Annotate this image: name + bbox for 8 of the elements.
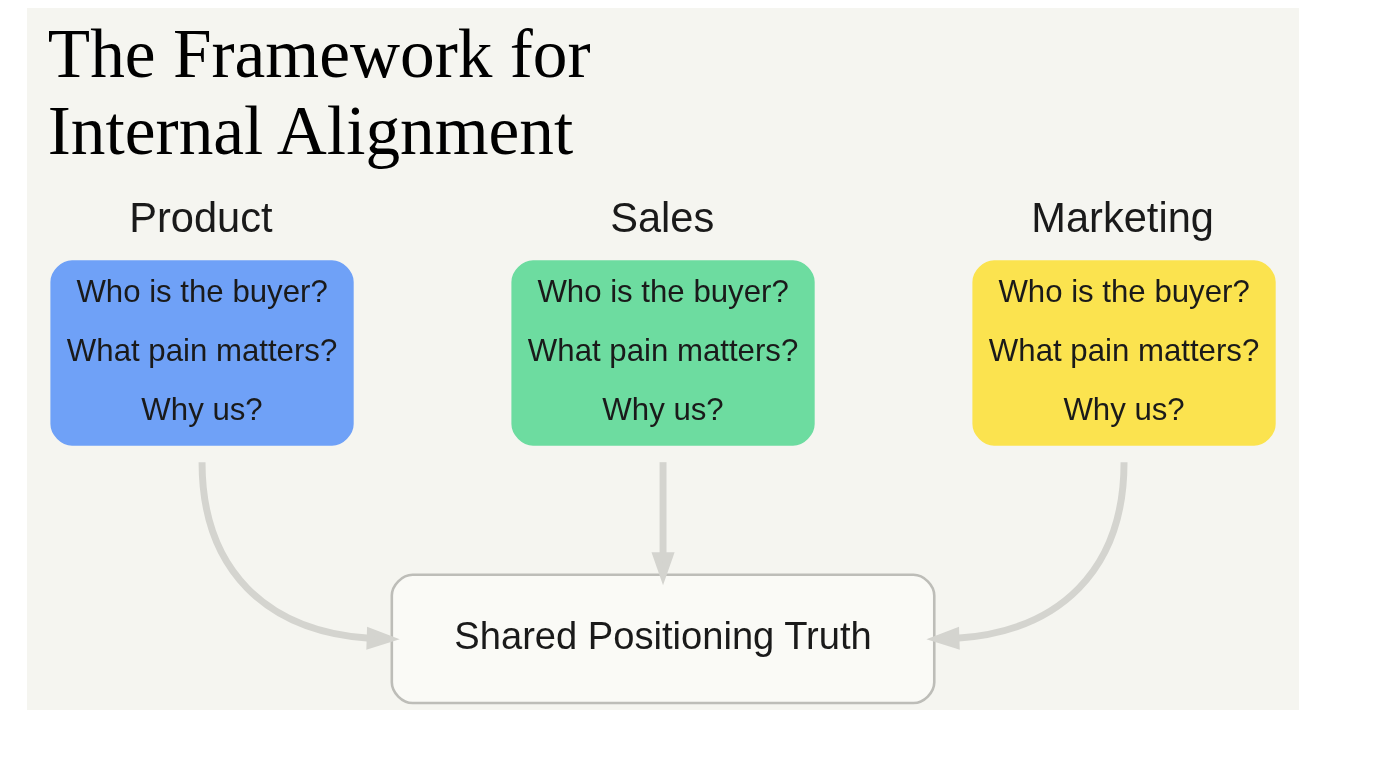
node-box: Shared Positioning Truth — [390, 573, 936, 705]
node-label: Product — [129, 194, 273, 242]
diagram-title: The Framework for Internal Alignment — [47, 15, 591, 169]
arrow — [651, 462, 675, 586]
arrow — [926, 461, 1128, 650]
node-label: Marketing — [1031, 194, 1214, 242]
node-label: Sales — [610, 194, 715, 242]
arrow — [198, 462, 400, 650]
